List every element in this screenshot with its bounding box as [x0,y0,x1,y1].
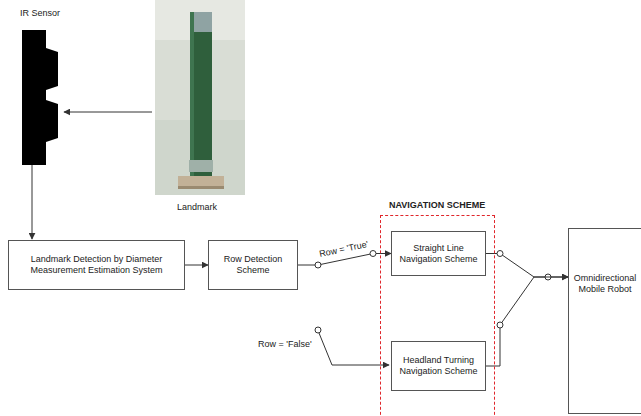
process-box: Straight Line Navigation Scheme [391,231,486,276]
switch-contact [370,251,376,257]
connector [486,277,568,366]
switch-contact [315,327,321,333]
box-text: Row Detection Scheme [213,254,293,276]
landmark-photo [155,0,245,195]
edge-label: Row = 'True' [317,240,370,260]
connector [486,254,568,278]
ir-sensor-symbol [22,30,58,165]
switch-contact [497,251,503,257]
connector [298,254,391,266]
caption-label: Landmark [177,202,217,213]
process-box: Headland Turning Navigation Scheme [391,341,486,391]
sensing-arrow [64,112,152,113]
false-branch-line [319,333,389,365]
box-text: Omnidirectional Mobile Robot [573,273,637,295]
process-box: Row Detection Scheme [208,240,298,290]
sensor-output-arrow [32,165,33,239]
switch-contact [315,262,321,268]
connector [185,265,208,266]
scheme-region: NAVIGATION SCHEMEStraight Line Navigatio… [380,215,495,416]
process-box: Landmark Detection by Diameter Measureme… [8,240,185,290]
robot-box: Omnidirectional Mobile Robot [568,228,641,414]
region-heading: NAVIGATION SCHEME [387,200,487,211]
box-text: Headland Turning Navigation Scheme [396,355,481,377]
switch-contact [497,322,503,328]
box-text: Straight Line Navigation Scheme [396,243,481,265]
branch-label: Row = 'False' [258,339,312,350]
box-text: Landmark Detection by Diameter Measureme… [13,254,180,276]
sensor-label: IR Sensor [20,8,60,19]
